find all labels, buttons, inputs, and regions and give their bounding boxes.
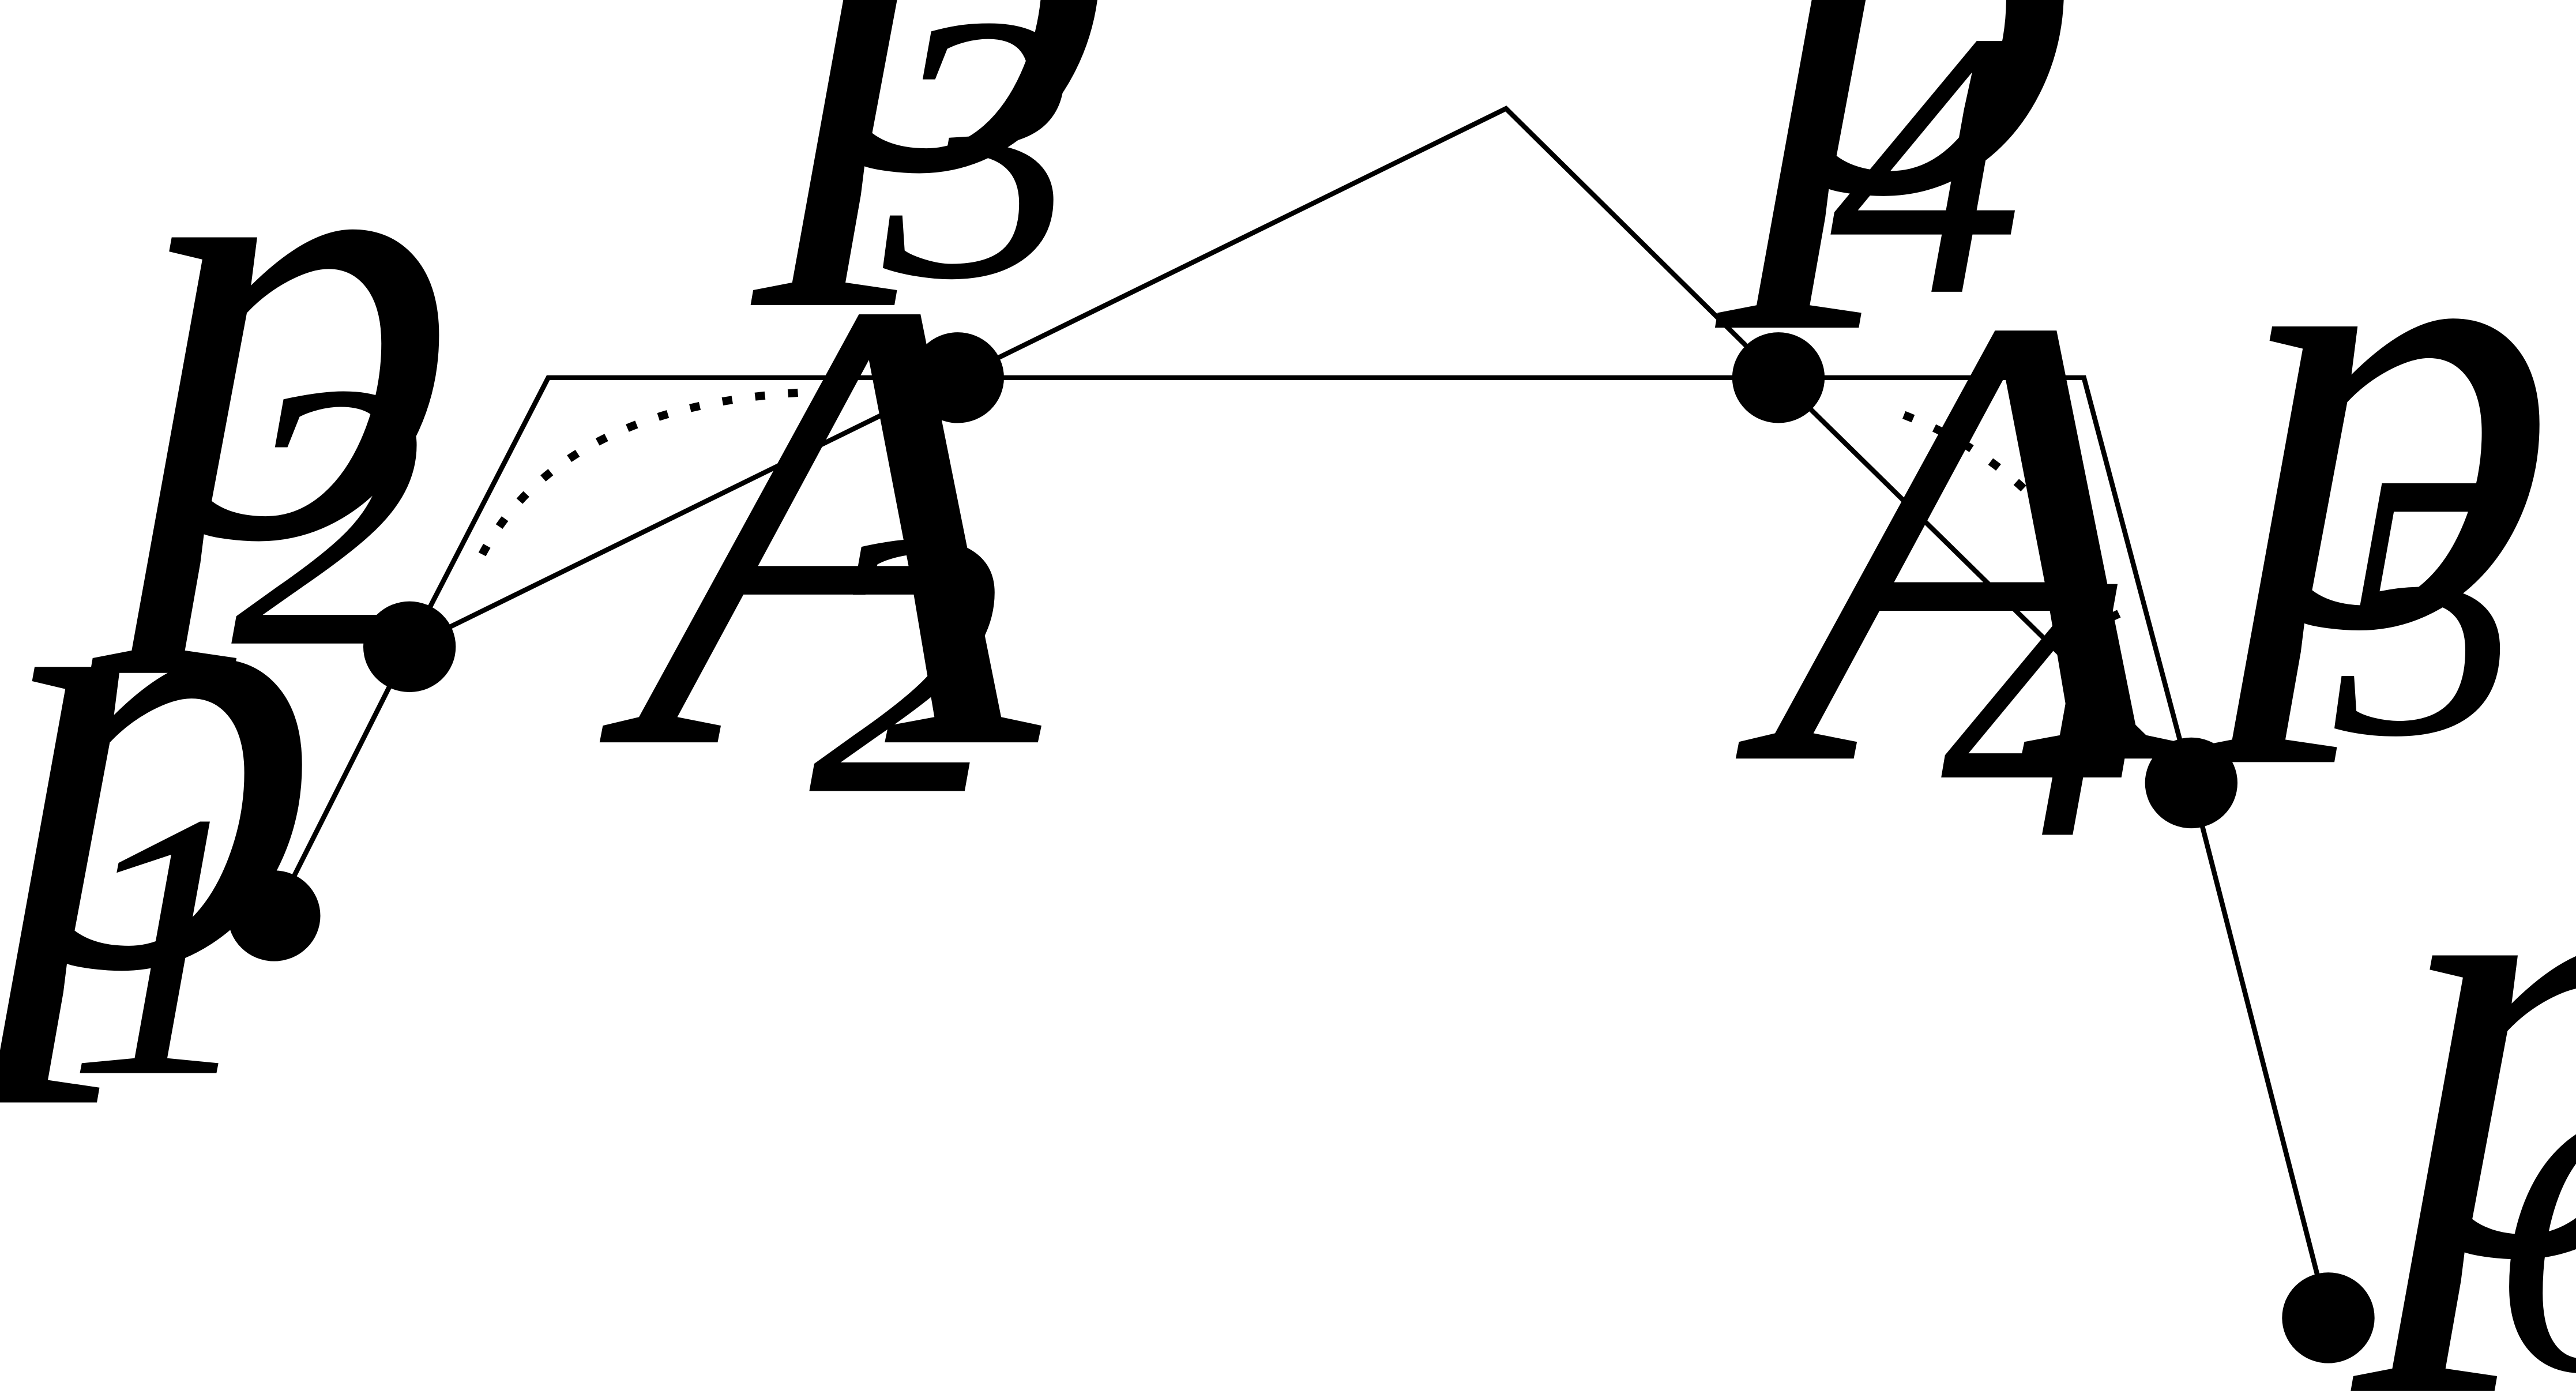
label-a2-letter: A <box>595 166 1048 883</box>
label-p2-subscript: 2 <box>231 305 425 726</box>
label-p4-subscript: 4 <box>1830 0 2024 375</box>
label-p1-subscript: 1 <box>66 734 260 1156</box>
label-a4: A 4 <box>1731 182 2184 918</box>
label-p3: p 3 <box>748 0 1119 358</box>
label-p6-subscript: 6 <box>2494 1031 2576 1394</box>
point-marker-p6 <box>2282 1272 2375 1363</box>
label-p5: p 5 <box>2188 47 2559 816</box>
label-p5-letter: p <box>2188 47 2559 766</box>
peak-line <box>956 106 1780 380</box>
point-marker-p3 <box>911 332 1004 423</box>
label-p4-letter: p <box>1712 0 2084 332</box>
left-extension-line <box>407 375 958 648</box>
point-marker-p5 <box>2145 737 2237 829</box>
label-a2-subscript: 2 <box>809 452 1003 874</box>
label-p2: p 2 <box>88 0 459 726</box>
point-marker-p1 <box>228 870 321 961</box>
label-p2-letter: p <box>88 0 459 677</box>
label-p3-subscript: 3 <box>877 0 1077 358</box>
label-a4-subscript: 4 <box>1941 496 2134 918</box>
dotted-arc-a4 <box>1902 411 2121 621</box>
label-a2: A 2 <box>595 166 1048 883</box>
label-p1-letter: p <box>0 388 322 1106</box>
label-a4-letter: A <box>1731 182 2184 899</box>
label-p4: p 4 <box>1712 0 2084 375</box>
label-p5-subscript: 5 <box>2328 394 2522 816</box>
point-marker-p2 <box>363 601 456 693</box>
label-p1: p 1 <box>0 388 322 1156</box>
polyline-p1-p6 <box>272 375 2331 1318</box>
label-p3-letter: p <box>748 0 1119 309</box>
right-extension-line <box>1778 375 2194 784</box>
dotted-arc-a2 <box>478 388 806 557</box>
point-marker-p4 <box>1732 332 1825 423</box>
